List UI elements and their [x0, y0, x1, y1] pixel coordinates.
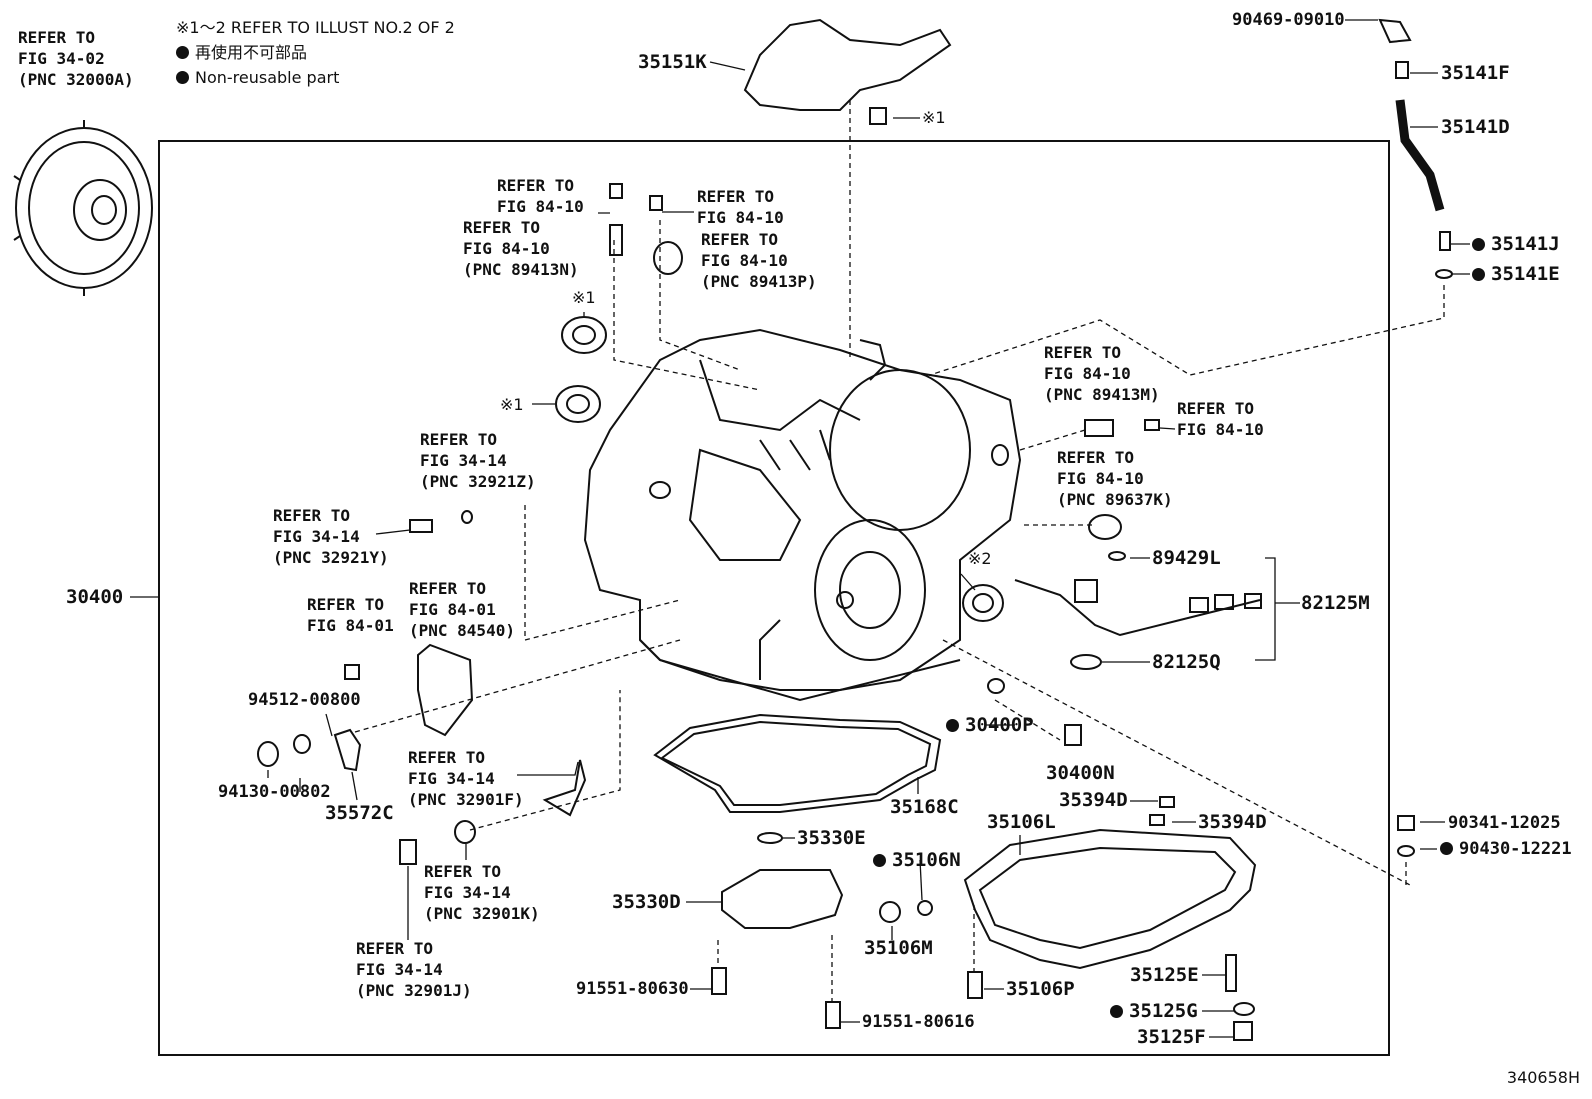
- legend-en-text: Non-reusable part: [195, 68, 340, 87]
- nonreusable-dot-icon: [1472, 238, 1485, 251]
- mark-1-seal-a: ※1: [572, 288, 596, 307]
- part-35106L: 35106L: [987, 811, 1056, 833]
- part-35141E: 35141E: [1472, 264, 1560, 284]
- part-35125F: 35125F: [1137, 1026, 1206, 1048]
- part-30400: 30400: [66, 586, 124, 608]
- cover-drawing: [743, 18, 952, 111]
- assembly-frame: [158, 140, 1390, 1056]
- part-94130-00802: 94130-00802: [218, 782, 331, 802]
- nonreusable-dot-icon: [1472, 268, 1485, 281]
- part-35106N: 35106N: [873, 850, 961, 870]
- part-35330D: 35330D: [612, 891, 681, 913]
- part-90469-09010: 90469-09010: [1232, 10, 1345, 30]
- part-30400P: 30400P: [946, 715, 1034, 735]
- nonreusable-dot-icon: [946, 719, 959, 732]
- nonreusable-dot-icon: [176, 46, 189, 59]
- wire-harness-drawing: [1014, 579, 1261, 637]
- part-35141D: 35141D: [1441, 116, 1510, 138]
- part-35168C: 35168C: [890, 796, 959, 818]
- legend-nonreusable-en: Non-reusable part: [176, 66, 339, 90]
- pan-gasket-drawing: [653, 713, 942, 813]
- part-91551-80630: 91551-80630: [576, 979, 689, 999]
- nonreusable-dot-icon: [176, 71, 189, 84]
- oil-strainer-drawing: [721, 869, 844, 929]
- illustration-code: 340658H: [1506, 1068, 1580, 1087]
- legend-nonreusable-jp: 再使用不可部品: [176, 41, 307, 65]
- part-35330E: 35330E: [797, 827, 866, 849]
- part-35394D-a: 35394D: [1059, 789, 1128, 811]
- part-91551-80616: 91551-80616: [862, 1012, 975, 1032]
- part-90430-12221: 90430-12221: [1440, 839, 1572, 859]
- mark-1-seal-b: ※1: [500, 395, 524, 414]
- torque-converter-drawing: [13, 120, 153, 296]
- part-82125Q: 82125Q: [1152, 651, 1221, 673]
- part-35141F: 35141F: [1441, 62, 1510, 84]
- part-35125G: 35125G: [1110, 1001, 1198, 1021]
- part-30400N: 30400N: [1046, 762, 1115, 784]
- neutral-switch-drawing: [417, 643, 474, 737]
- part-89429L: 89429L: [1152, 547, 1221, 569]
- breather-hose-drawing: [1395, 99, 1445, 212]
- nonreusable-dot-icon: [1440, 842, 1453, 855]
- part-35106P: 35106P: [1006, 978, 1075, 1000]
- part-35151K: 35151K: [638, 51, 707, 73]
- mark-1-bolt: ※1: [922, 108, 946, 127]
- oil-pan-drawing: [963, 828, 1257, 970]
- mark-2-seal: ※2: [968, 549, 992, 568]
- part-94512-00800: 94512-00800: [248, 690, 361, 710]
- part-35106M: 35106M: [864, 937, 933, 959]
- part-35394D-b: 35394D: [1198, 811, 1267, 833]
- legend-jp-text: 再使用不可部品: [195, 43, 308, 62]
- part-90341-12025: 90341-12025: [1448, 813, 1561, 833]
- transaxle-housing-drawing: [583, 328, 1022, 702]
- legend-note: ※1～2 REFER TO ILLUST NO.2 OF 2: [176, 18, 455, 37]
- nonreusable-dot-icon: [873, 854, 886, 867]
- part-35572C: 35572C: [325, 802, 394, 824]
- part-35125E: 35125E: [1130, 964, 1199, 986]
- nonreusable-dot-icon: [1110, 1005, 1123, 1018]
- part-35141J: 35141J: [1472, 234, 1560, 254]
- part-82125M: 82125M: [1301, 592, 1370, 614]
